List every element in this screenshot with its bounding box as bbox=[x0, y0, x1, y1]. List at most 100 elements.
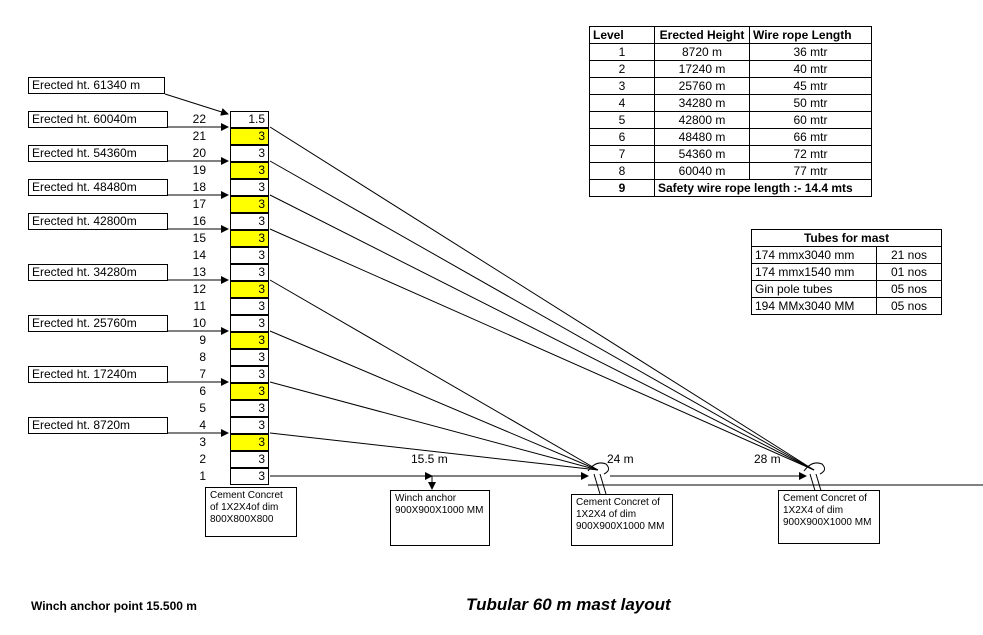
winch-distance: 15.5 m bbox=[411, 452, 448, 466]
tubes-table-title: Tubes for mast bbox=[751, 229, 942, 247]
erected-height-label: Erected ht. 25760m bbox=[28, 315, 168, 332]
mast-level-number: 12 bbox=[192, 282, 206, 296]
base-foundation-note: Cement Concret of 1X2X4of dim 800X800X80… bbox=[205, 487, 297, 537]
level-table-header: Level bbox=[589, 26, 655, 44]
level-table-cell: 50 mtr bbox=[749, 94, 872, 112]
tubes-table-cell: 05 nos bbox=[876, 297, 942, 315]
note-line: 800X800X800 bbox=[210, 514, 274, 525]
mast-level-number: 14 bbox=[192, 248, 206, 262]
mast-segment: 3 bbox=[230, 145, 269, 162]
diagram-title: Tubular 60 m mast layout bbox=[466, 595, 671, 614]
level-table-cell: 54360 m bbox=[654, 145, 750, 163]
wire-a2-3 bbox=[269, 160, 815, 471]
wire-a2-2 bbox=[269, 194, 815, 471]
note-line: 900X900X1000 MM bbox=[395, 505, 484, 516]
arrow-label-1 bbox=[164, 93, 229, 116]
tubes-table-cell: 01 nos bbox=[876, 263, 942, 281]
mast-level-number: 10 bbox=[192, 316, 206, 330]
mast-level-number: 20 bbox=[192, 146, 206, 160]
anchor1-foundation-note: Cement Concret of 1X2X4 of dim 900X900X1… bbox=[571, 494, 673, 546]
erected-height-label: Erected ht. 8720m bbox=[28, 417, 168, 434]
erected-height-label: Erected ht. 61340 m bbox=[28, 77, 165, 94]
level-table-cell: 40 mtr bbox=[749, 60, 872, 78]
tubes-table-cell: 05 nos bbox=[876, 280, 942, 298]
level-table-cell: 66 mtr bbox=[749, 128, 872, 146]
mast-segment: 3 bbox=[230, 281, 269, 298]
level-table-cell: 60 mtr bbox=[749, 111, 872, 129]
mast-segment: 1.5 bbox=[230, 111, 269, 128]
winch-anchor-point-text: Winch anchor point 15.500 m bbox=[31, 599, 197, 613]
mast-segment: 3 bbox=[230, 400, 269, 417]
wire-a1-1 bbox=[269, 432, 599, 471]
tubes-table-cell: 174 mmx1540 mm bbox=[751, 263, 877, 281]
mast-level-number: 5 bbox=[199, 401, 206, 415]
level-table-cell: 42800 m bbox=[654, 111, 750, 129]
note-line: 900X900X1000 MM bbox=[783, 517, 872, 528]
erected-height-label: Erected ht. 54360m bbox=[28, 145, 168, 162]
level-table-cell: 6 bbox=[589, 128, 655, 146]
level-table-header: Erected Height bbox=[654, 26, 750, 44]
mast-level-number: 8 bbox=[199, 350, 206, 364]
erected-height-label: Erected ht. 48480m bbox=[28, 179, 168, 196]
mast-segment: 3 bbox=[230, 230, 269, 247]
mast-level-number: 2 bbox=[199, 452, 206, 466]
level-table-cell: 2 bbox=[589, 60, 655, 78]
mast-segment: 3 bbox=[230, 179, 269, 196]
mast-level-number: 21 bbox=[192, 129, 206, 143]
anchor-hook-1 bbox=[587, 462, 610, 495]
mast-level-number: 6 bbox=[199, 384, 206, 398]
mast-segment: 3 bbox=[230, 451, 269, 468]
note-line: 900X900X1000 MM bbox=[576, 521, 665, 532]
mast-segment: 3 bbox=[230, 468, 269, 485]
note-line: of 1X2X4of dim bbox=[210, 502, 279, 513]
level-table-cell: 8720 m bbox=[654, 43, 750, 61]
anchor2-foundation-note: Cement Concret of 1X2X4 of dim 900X900X1… bbox=[778, 490, 880, 544]
winch-anchor-note: Winch anchor 900X900X1000 MM bbox=[390, 490, 490, 546]
note-line: Winch anchor bbox=[395, 493, 457, 504]
mast-level-number: 3 bbox=[199, 435, 206, 449]
note-line: Cement Concret of bbox=[783, 493, 867, 504]
level-table-cell: 3 bbox=[589, 77, 655, 95]
mast-segment: 3 bbox=[230, 434, 269, 451]
note-line: 1X2X4 of dim bbox=[783, 505, 844, 516]
erected-height-label: Erected ht. 34280m bbox=[28, 264, 168, 281]
mast-level-number: 15 bbox=[192, 231, 206, 245]
anchor2-distance: 28 m bbox=[754, 452, 781, 466]
note-line: 1X2X4 of dim bbox=[576, 509, 637, 520]
mast-segment: 3 bbox=[230, 128, 269, 145]
mast-level-number: 7 bbox=[199, 367, 206, 381]
level-table-cell: 48480 m bbox=[654, 128, 750, 146]
level-table-header: Wire rope Length bbox=[749, 26, 872, 44]
level-table-cell: 45 mtr bbox=[749, 77, 872, 95]
erected-height-label: Erected ht. 60040m bbox=[28, 111, 168, 128]
level-table-cell: 25760 m bbox=[654, 77, 750, 95]
mast-level-number: 22 bbox=[192, 112, 206, 126]
mast-segment: 3 bbox=[230, 349, 269, 366]
mast-segment: 3 bbox=[230, 162, 269, 179]
level-table-cell: 8 bbox=[589, 162, 655, 180]
level-table-cell: 7 bbox=[589, 145, 655, 163]
wire-a2-1 bbox=[269, 228, 815, 471]
mast-level-number: 18 bbox=[192, 180, 206, 194]
mast-segment: 3 bbox=[230, 315, 269, 332]
mast-level-number: 9 bbox=[199, 333, 206, 347]
wire-a1-2 bbox=[269, 381, 599, 471]
mast-level-number: 13 bbox=[192, 265, 206, 279]
mast-level-number: 19 bbox=[192, 163, 206, 177]
mast-level-number: 4 bbox=[199, 418, 206, 432]
level-table-cell: 4 bbox=[589, 94, 655, 112]
wire-a1-4 bbox=[269, 279, 599, 471]
wire-a2-4 bbox=[269, 126, 815, 471]
level-table-cell: 1 bbox=[589, 43, 655, 61]
